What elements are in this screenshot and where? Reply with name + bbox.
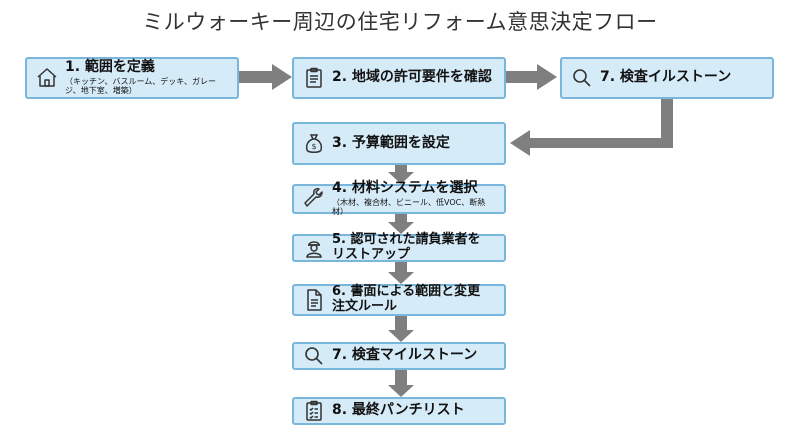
step-select-materials: 4. 材料システムを選択 （木材、複合材、ビニール、低VOC、断熱材） <box>292 180 506 216</box>
money-bag-icon: $ <box>302 132 326 156</box>
magnifier-icon <box>570 66 594 90</box>
arrow-1-to-2 <box>239 64 292 90</box>
step-label: 2. 地域の許可要件を確認 <box>332 69 492 86</box>
magnifier-icon <box>302 344 326 368</box>
wrench-icon <box>302 187 326 211</box>
arrow-7-to-8 <box>388 368 414 397</box>
step-set-budget: $ 3. 予算範囲を設定 <box>292 122 506 165</box>
checklist-icon <box>302 399 326 423</box>
arrow-3-to-4 <box>388 165 414 184</box>
clipboard-icon <box>302 66 326 90</box>
step-check-permits: 2. 地域の許可要件を確認 <box>292 57 506 99</box>
svg-text:$: $ <box>311 142 316 151</box>
step-label: 5. 認可された請負業者をリストアップ <box>332 232 481 262</box>
step-label: 3. 予算範囲を設定 <box>332 134 450 151</box>
page-title: ミルウォーキー周辺の住宅リフォーム意思決定フロー <box>142 10 658 34</box>
step-label: 6. 書面による範囲と変更注文ルール <box>332 284 481 314</box>
step-inspection-top: 7. 検査イルストーン <box>560 57 774 99</box>
step-list-contractors: 5. 認可された請負業者をリストアップ <box>292 232 506 262</box>
step-label: 7. 検査イルストーン <box>600 69 732 86</box>
arrow-2-to-7 <box>506 64 557 90</box>
document-icon <box>302 288 326 312</box>
step-label: 7. 検査マイルストーン <box>332 347 478 364</box>
step-final-punchlist: 8. 最終パンチリスト <box>292 397 506 425</box>
step-written-scope: 6. 書面による範囲と変更注文ルール <box>292 284 506 316</box>
step-sublabel: （木材、複合材、ビニール、低VOC、断熱材） <box>332 197 486 216</box>
step-sublabel: （キッチン、バスルーム、デッキ、ガレージ、地下室、増築） <box>65 76 216 95</box>
arrow-6-to-7 <box>388 316 414 342</box>
step-define-scope: 1. 範囲を定義 （キッチン、バスルーム、デッキ、ガレージ、地下室、増築） <box>25 57 239 99</box>
step-label: 8. 最終パンチリスト <box>332 402 465 419</box>
house-icon <box>35 66 59 90</box>
step-label: 1. 範囲を定義 <box>65 59 155 76</box>
step-inspection-milestones: 7. 検査マイルストーン <box>292 342 506 370</box>
worker-icon <box>302 236 326 260</box>
arrow-4-to-5 <box>388 214 414 234</box>
step-label: 4. 材料システムを選択 <box>332 180 478 197</box>
arrow-5-to-6 <box>388 262 414 284</box>
arrow-7-to-3 <box>510 99 673 156</box>
